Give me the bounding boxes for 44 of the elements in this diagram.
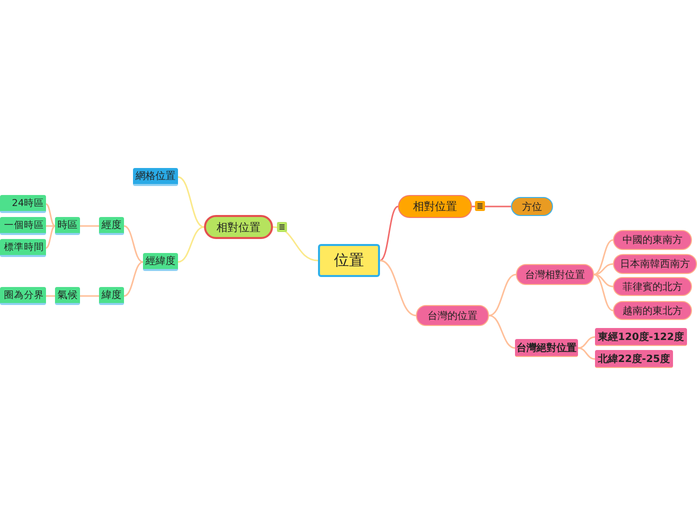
topic-box: 菲律賓的北方 bbox=[613, 277, 692, 296]
topic-box: 24時區 bbox=[0, 195, 46, 213]
topic-box: 經緯度 bbox=[143, 253, 178, 271]
connector bbox=[272, 226, 318, 262]
topic-box: 一個時區 bbox=[0, 217, 46, 235]
topic-box: 緯度 bbox=[99, 287, 124, 305]
connector bbox=[178, 226, 204, 263]
topic-box: 經度 bbox=[99, 217, 124, 235]
central-topic: 位置 bbox=[318, 244, 380, 277]
topic-box: 方位 bbox=[511, 197, 553, 216]
connector bbox=[124, 225, 144, 263]
topic-box: 圈為分界 bbox=[0, 287, 46, 305]
topic-box: 台灣絕對位置 bbox=[515, 339, 578, 357]
connector bbox=[46, 203, 56, 227]
connector bbox=[488, 314, 516, 349]
connector bbox=[46, 295, 55, 297]
connector bbox=[124, 261, 144, 297]
topic-box: 網格位置 bbox=[133, 168, 178, 186]
connector bbox=[578, 336, 596, 349]
topic-box: 中國的東南方 bbox=[613, 230, 692, 250]
connector bbox=[594, 239, 614, 276]
connector bbox=[488, 274, 516, 316]
topic-box: 越南的東北方 bbox=[613, 301, 692, 320]
topic-box: 台灣相對位置 bbox=[516, 264, 594, 285]
topic-box: 相對位置 bbox=[398, 195, 472, 218]
connector bbox=[594, 274, 614, 312]
connector bbox=[380, 260, 416, 316]
topic-box: 標準時間 bbox=[0, 239, 46, 257]
connector bbox=[178, 176, 204, 228]
topic-box: 台灣的位置 bbox=[416, 305, 489, 326]
connector bbox=[380, 206, 398, 262]
topic-box: 氣候 bbox=[55, 287, 80, 305]
connector bbox=[80, 225, 99, 227]
connector bbox=[80, 295, 99, 297]
connector bbox=[594, 263, 614, 276]
topic-box: 相對位置 bbox=[204, 215, 273, 239]
connector bbox=[472, 206, 511, 208]
topic-box: 日本南韓西南方 bbox=[613, 254, 697, 274]
connector bbox=[578, 347, 596, 360]
topic-box: 時區 bbox=[55, 217, 80, 235]
connector bbox=[594, 274, 614, 288]
topic-box: 北緯22度-25度 bbox=[595, 350, 673, 368]
topic-box: 東經120度-122度 bbox=[595, 328, 687, 346]
connector bbox=[46, 225, 56, 249]
